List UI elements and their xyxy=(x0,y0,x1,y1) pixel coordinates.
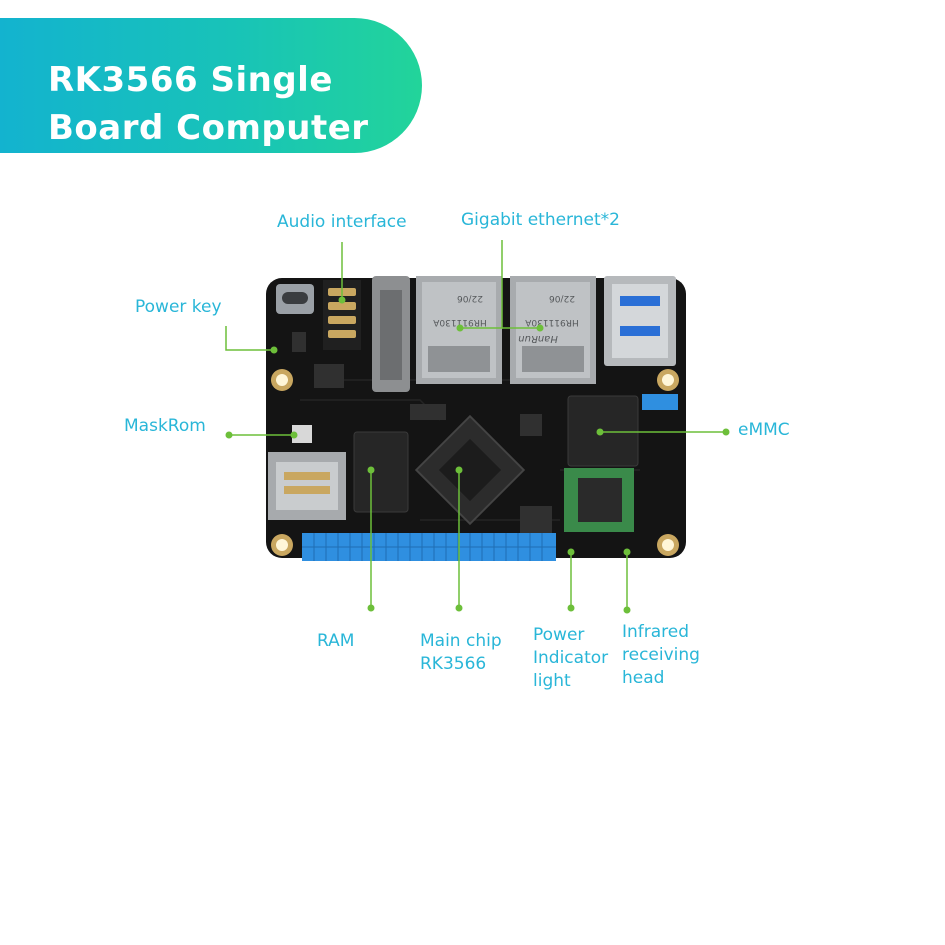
leader-lines xyxy=(225,240,726,610)
ethernet-port-right: 22/06 HR911130A HanRun xyxy=(510,276,596,384)
label-infrared: Infrared receiving head xyxy=(622,622,700,688)
dot-audio xyxy=(338,296,346,304)
dot-main-chip-end xyxy=(455,604,463,612)
label-gigabit-ethernet: Gigabit ethernet*2 xyxy=(461,210,620,230)
mounting-holes xyxy=(271,369,679,556)
dot-emmc xyxy=(596,428,604,436)
page-title: RK3566 Single Board Computer xyxy=(48,60,369,148)
usb-a-port xyxy=(604,276,676,366)
dot-power-indicator-end xyxy=(567,604,575,612)
ram-chip xyxy=(353,431,409,513)
eth-part-left: HR911130A xyxy=(432,317,486,327)
gpio-header xyxy=(302,533,556,561)
label-emmc: eMMC xyxy=(738,420,790,440)
dot-power-indicator xyxy=(567,548,575,556)
video-connector-inner xyxy=(380,290,402,380)
label-power-indicator: Power Indicator light xyxy=(533,625,609,691)
eth-brand-right: HanRun xyxy=(518,333,558,344)
dot-power-key xyxy=(270,346,278,354)
dot-ram-end xyxy=(367,604,375,612)
dot-maskrom-end xyxy=(225,431,233,439)
label-ram: RAM xyxy=(317,631,355,651)
label-audio-interface: Audio interface xyxy=(277,212,407,232)
dot-main-chip xyxy=(455,466,463,474)
leader-dots xyxy=(225,296,730,614)
label-main-chip: Main chip RK3566 xyxy=(420,631,502,674)
dot-infrared-end xyxy=(623,606,631,614)
leader-power-key xyxy=(225,326,274,351)
eth-date-right: 22/06 xyxy=(549,293,575,303)
dot-maskrom xyxy=(290,431,298,439)
dot-emmc-end xyxy=(722,428,730,436)
dot-ram xyxy=(367,466,375,474)
main-soc-chip xyxy=(414,414,526,526)
eth-date-left: 22/06 xyxy=(457,293,483,303)
small-components xyxy=(292,332,552,536)
eth-part-right: HR911130A xyxy=(524,317,578,327)
dot-infrared xyxy=(623,548,631,556)
usb-c-port xyxy=(276,284,314,314)
title-banner: RK3566 Single Board Computer xyxy=(0,18,422,153)
label-power-key: Power key xyxy=(135,297,222,317)
dot-eth-right xyxy=(536,324,544,332)
dot-eth-left xyxy=(456,324,464,332)
wifi-module xyxy=(564,468,634,532)
ethernet-port-left: 22/06 HR911130A xyxy=(416,276,502,384)
label-maskrom: MaskRom xyxy=(124,416,206,436)
microsd-slot xyxy=(268,452,346,520)
debug-header xyxy=(642,394,678,410)
